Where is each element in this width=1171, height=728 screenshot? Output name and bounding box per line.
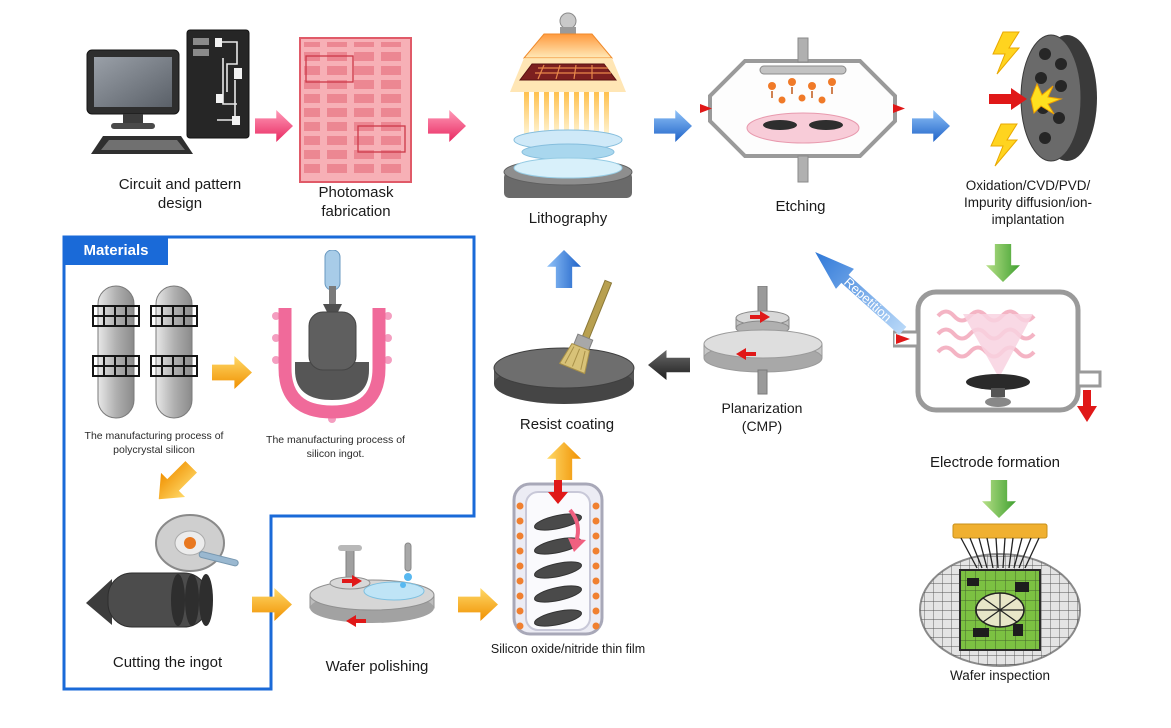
planarization-label-line1: Planarization — [721, 400, 803, 416]
electrode-formation-label: Electrode formation — [929, 454, 1061, 471]
photomask-label: Photomask fabrication — [318, 184, 394, 220]
wafer-polishing-icon — [302, 535, 452, 653]
cutting-ingot-icon — [82, 505, 247, 647]
wafer-polishing-label: Wafer polishing — [325, 658, 429, 675]
silicon-ingot-crucible-icon — [265, 250, 400, 432]
cutting-ingot-label: Cutting the ingot — [112, 654, 223, 671]
materials-box-title: Materials — [64, 236, 168, 265]
oxidation-disk-icon — [985, 26, 1100, 174]
oxidation-label-line2: Impurity diffusion/ion- — [963, 194, 1093, 210]
planarization-cmp-icon — [698, 286, 828, 396]
wafer-inspection-icon — [915, 520, 1085, 670]
oxidation-label-line1: Oxidation/CVD/PVD/ — [965, 178, 1091, 193]
computer-icon — [85, 28, 255, 168]
etching-label: Etching — [775, 198, 826, 215]
thin-film-label: Silicon oxide/nitride thin film — [490, 642, 646, 656]
polycrystal-rods-icon — [88, 280, 206, 425]
circuit-design-label: Circuit and pattern design — [118, 176, 242, 212]
furnace-icon — [502, 480, 614, 638]
planarization-label: Planarization (CMP) — [702, 400, 822, 435]
photomask-icon — [298, 36, 413, 184]
etching-chamber-icon — [700, 36, 905, 188]
electrode-chamber-icon — [893, 280, 1103, 448]
wafer-inspection-label: Wafer inspection — [949, 668, 1051, 683]
lithography-label: Lithography — [528, 210, 608, 227]
oxidation-label: Oxidation/CVD/PVD/ Impurity diffusion/io… — [908, 178, 1148, 229]
polycrystal-caption: The manufacturing process of polycrystal… — [84, 430, 224, 456]
resist-brush-icon — [488, 276, 648, 412]
planarization-label-line2: (CMP) — [741, 417, 783, 434]
resist-coating-label: Resist coating — [519, 416, 615, 433]
lithography-icon — [488, 12, 648, 204]
oxidation-label-line3: implantation — [991, 211, 1065, 227]
silicon-ingot-caption: The manufacturing process of silicon ing… — [266, 434, 405, 460]
